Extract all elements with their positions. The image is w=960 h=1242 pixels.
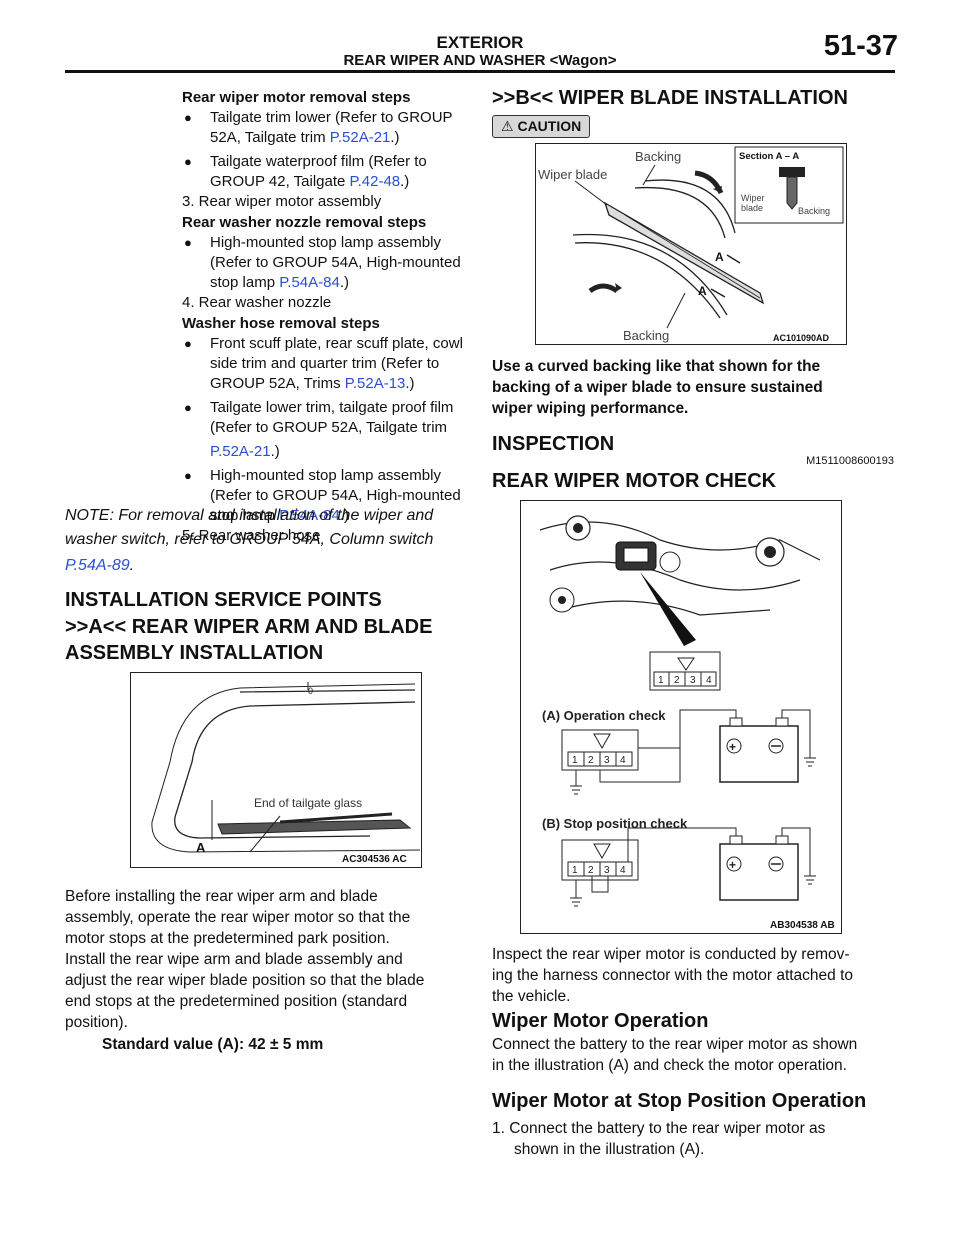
pin-label: 3 — [604, 755, 610, 766]
step-text: High-mounted stop lamp assembly — [210, 234, 441, 251]
wiper-arm-figure: 0 End of tailgate glass A AC304536 AC — [130, 672, 422, 868]
pin-label: 2 — [588, 755, 594, 766]
pin-label: 4 — [620, 865, 626, 876]
step-text: stop lamp P.54A-84.) — [210, 274, 349, 291]
stop-position-check-label: (B) Stop position check — [542, 816, 688, 831]
fig3-code: AB304538 AB — [770, 920, 835, 931]
pin-label: 2 — [674, 675, 680, 686]
ref-link[interactable]: P.54A-84 — [279, 274, 340, 291]
fig2-wiper-blade-label: Wiper blade — [538, 167, 607, 182]
pin-label: 4 — [620, 755, 626, 766]
note: NOTE: For removal and installation of th… — [65, 507, 434, 574]
nozzle-steps-title: Rear washer nozzle removal steps — [182, 214, 427, 231]
standard-value: Standard value (A): 42 ± 5 mm — [102, 1036, 324, 1053]
step-bullet: ● Tailgate lower trim, tailgate proof fi… — [184, 398, 472, 462]
step-text: (Refer to GROUP 54A, High-mounted — [210, 254, 461, 271]
step-text: Tailgate trim lower (Refer to GROUP — [210, 109, 453, 126]
section-title: EXTERIOR — [436, 33, 524, 52]
page-number: 51-37 — [823, 30, 898, 62]
fig2-backing-top: Backing — [635, 149, 681, 164]
plus-icon: + — [729, 858, 736, 872]
step-5: 5. Rear washer hose — [182, 527, 321, 544]
fig2-inset-backing: Backing — [798, 206, 830, 216]
bullet-icon: ● — [184, 154, 192, 169]
motor-steps-title: Rear wiper motor removal steps — [182, 89, 411, 106]
fig2-code: AC101090AD — [773, 333, 830, 343]
pin-label: 1 — [658, 675, 664, 686]
step-text: Tailgate waterproof film (Refer to — [210, 153, 427, 170]
wiper-motor-operation-heading: Wiper Motor Operation — [492, 1010, 709, 1032]
fig2-section: Section A – A — [739, 151, 799, 162]
installation-heading: INSTALLATION SERVICE POINTS — [65, 589, 382, 611]
fig1-end-label: End of tailgate glass — [254, 796, 362, 810]
step-text: (Refer to GROUP 54A, High-mounted — [210, 487, 461, 504]
bullet-icon: ● — [184, 110, 192, 125]
stop-step-1: 1. Connect the battery to the rear wiper… — [492, 1120, 826, 1158]
step-bullet: ● High-mounted stop lamp assembly (Refer… — [184, 233, 472, 293]
fig2-inset-blade: blade — [741, 203, 763, 213]
step-text: stop lamp P.54A-84.) — [210, 507, 349, 524]
motor-check-figure: 1 2 3 4 (A) Operation check 1 2 3 4 + (B… — [520, 500, 842, 934]
fig1-code: AC304536 AC — [342, 854, 407, 865]
ref-link[interactable]: P.52A-21 — [329, 129, 391, 146]
header-rule — [65, 70, 895, 73]
step-text: side trim and quarter trim (Refer to — [210, 355, 440, 372]
ref-link[interactable]: P.54A-84 — [279, 507, 340, 524]
a-heading-line1: >>A<< REAR WIPER ARM AND BLADE — [65, 616, 433, 638]
b-heading: >>B<< WIPER BLADE INSTALLATION — [492, 87, 848, 109]
step-text: P.52A-21.) — [210, 443, 280, 460]
ref-link[interactable]: P.54A-89 — [65, 557, 130, 574]
step-text: 52A, Tailgate trim P.52A-21.) — [210, 129, 400, 146]
pin-label: 2 — [588, 865, 594, 876]
pin-label: 3 — [690, 675, 696, 686]
ref-link[interactable]: P.52A-21 — [210, 443, 271, 460]
bullet-icon: ● — [184, 468, 192, 483]
pin-label: 1 — [572, 865, 578, 876]
stop-position-heading: Wiper Motor at Stop Position Operation — [492, 1090, 867, 1112]
operation-paragraph: Connect the battery to the rear wiper mo… — [492, 1036, 858, 1074]
inspection-heading: INSPECTION — [492, 433, 615, 455]
warning-icon: ⚠ — [501, 118, 514, 134]
step-bullet: ● Tailgate waterproof film (Refer to GRO… — [184, 152, 472, 192]
step-bullet: ● High-mounted stop lamp assembly (Refer… — [184, 466, 472, 526]
step-3: 3. Rear wiper motor assembly — [182, 193, 382, 210]
caution-badge: ⚠ CAUTION — [492, 115, 591, 138]
ref-link[interactable]: P.42-48 — [349, 173, 401, 190]
hose-steps-title: Washer hose removal steps — [182, 315, 380, 332]
fig2-a1: A — [715, 250, 724, 264]
fig2-a2: A — [698, 284, 707, 298]
pin-label: 3 — [604, 865, 610, 876]
plus-icon: + — [729, 740, 736, 754]
step-text: GROUP 52A, Trims P.52A-13.) — [210, 375, 415, 392]
fig2-inset-wiper: Wiper — [741, 193, 765, 203]
step-text: Front scuff plate, rear scuff plate, cow… — [210, 335, 463, 352]
ref-link[interactable]: P.52A-13 — [344, 375, 406, 392]
motor-check-heading: REAR WIPER MOTOR CHECK — [492, 470, 777, 492]
step-bullet: ● Front scuff plate, rear scuff plate, c… — [184, 334, 472, 394]
fig2-backing-bottom: Backing — [623, 328, 669, 343]
step-bullet: ● Tailgate trim lower (Refer to GROUP 52… — [184, 108, 472, 148]
fig1-zero: 0 — [308, 686, 313, 696]
a-heading-line2: ASSEMBLY INSTALLATION — [65, 642, 324, 664]
fig1-a-label: A — [196, 840, 206, 855]
subsection-title: REAR WIPER AND WASHER <Wagon> — [343, 52, 617, 69]
step-4: 4. Rear washer nozzle — [182, 294, 332, 311]
step-text: GROUP 42, Tailgate P.42-48.) — [210, 173, 410, 190]
pin-label: 4 — [706, 675, 712, 686]
removal-steps: Rear wiper motor removal steps ● Tailgat… — [182, 88, 472, 546]
bullet-icon: ● — [184, 336, 192, 351]
inspection-code: M1511008600193 — [806, 455, 894, 467]
inspect-paragraph: Inspect the rear wiper motor is conducte… — [492, 946, 854, 1005]
step-text: (Refer to GROUP 52A, Tailgate trim — [210, 419, 448, 436]
operation-check-label: (A) Operation check — [542, 708, 666, 723]
installation-paragraph: Before installing the rear wiper arm and… — [65, 888, 425, 1031]
step-text: Tailgate lower trim, tailgate proof film — [210, 399, 454, 416]
bullet-icon: ● — [184, 400, 192, 415]
caution-label: CAUTION — [517, 118, 582, 134]
wiper-blade-figure: Wiper blade Backing Backing A A Section … — [535, 143, 847, 345]
pin-label: 1 — [572, 755, 578, 766]
step-text: High-mounted stop lamp assembly — [210, 467, 441, 484]
caution-text: Use a curved backing like that shown for… — [492, 358, 823, 417]
bullet-icon: ● — [184, 235, 192, 250]
